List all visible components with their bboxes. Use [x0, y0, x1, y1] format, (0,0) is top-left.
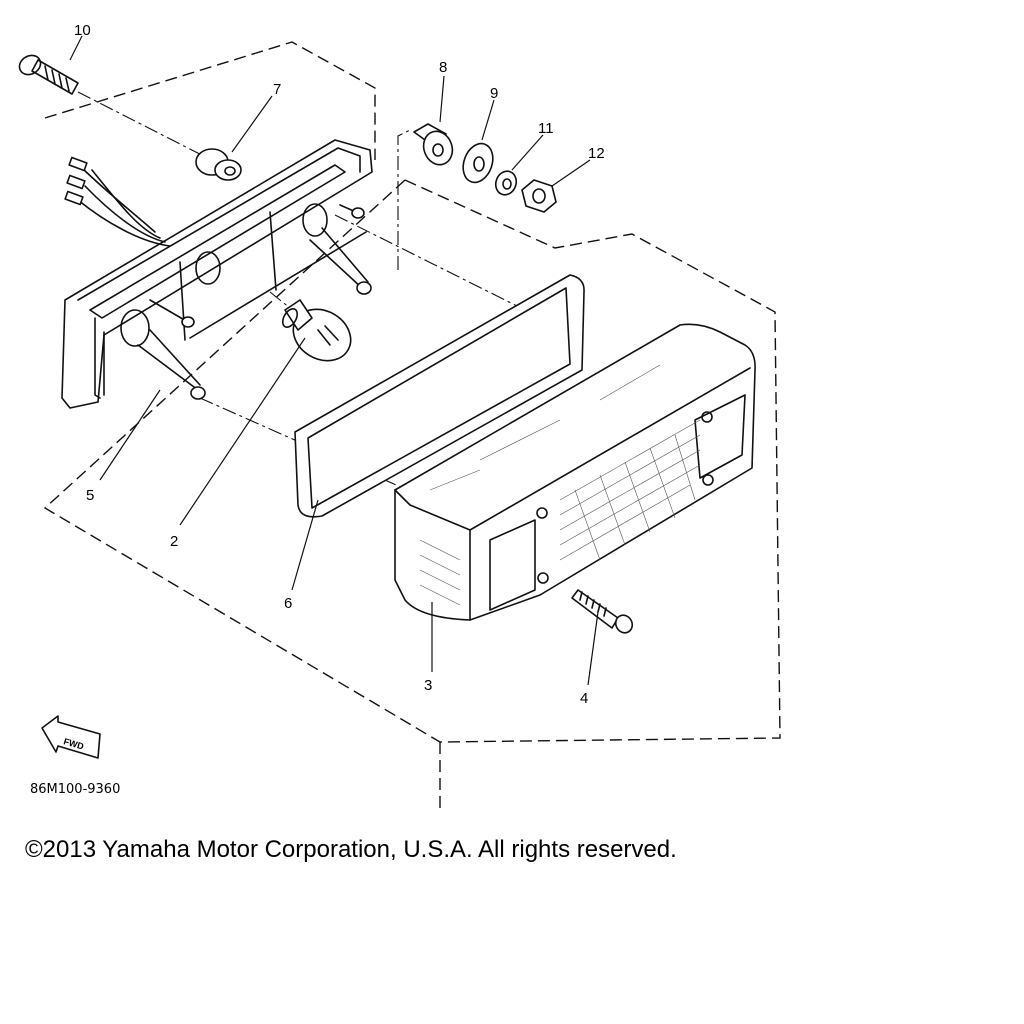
copyright-notice: ©2013 Yamaha Motor Corporation, U.S.A. A… — [25, 836, 677, 863]
bulb-part-2 — [281, 299, 352, 362]
callout-2: 2 — [170, 533, 178, 550]
centerline-stud — [397, 129, 411, 270]
leader-8 — [439, 75, 445, 123]
centerline-bolt — [77, 91, 236, 173]
leader-6 — [291, 499, 319, 591]
leader-9 — [481, 99, 495, 141]
callout-7: 7 — [273, 81, 281, 98]
leader-4 — [587, 611, 599, 686]
callout-11: 11 — [538, 120, 554, 137]
callout-6: 6 — [284, 595, 292, 612]
callout-3: 3 — [424, 677, 432, 694]
gasket-part-6 — [294, 274, 585, 518]
leader-5 — [99, 389, 161, 481]
screw-part-4 — [571, 589, 634, 634]
grommet-part-7 — [195, 148, 242, 181]
diagram-code: 86M100-9360 — [30, 782, 120, 797]
leader-2 — [179, 337, 306, 526]
callout-12: 12 — [588, 145, 605, 162]
leader-11 — [511, 134, 544, 171]
lockwasher-part-11 — [494, 170, 518, 196]
assembly-boundary — [43, 41, 781, 743]
callout-4: 4 — [580, 690, 588, 707]
fwd-arrow-icon: FWD — [41, 715, 101, 759]
leader-7 — [231, 95, 273, 153]
callout-8: 8 — [439, 59, 447, 76]
callout-10: 10 — [74, 22, 91, 39]
centerline-hardware — [334, 214, 546, 321]
housing-part-5 — [61, 139, 373, 409]
collar-part-8 — [413, 123, 454, 166]
washer-part-9 — [462, 142, 494, 184]
lens-texture — [419, 364, 701, 606]
callout-9: 9 — [490, 85, 498, 102]
callout-5: 5 — [86, 487, 94, 504]
bolt-part-10 — [18, 54, 79, 95]
leader-10 — [69, 35, 83, 61]
lens-part-3 — [394, 323, 756, 621]
leader-12 — [551, 159, 591, 187]
nut-part-12 — [521, 179, 557, 213]
